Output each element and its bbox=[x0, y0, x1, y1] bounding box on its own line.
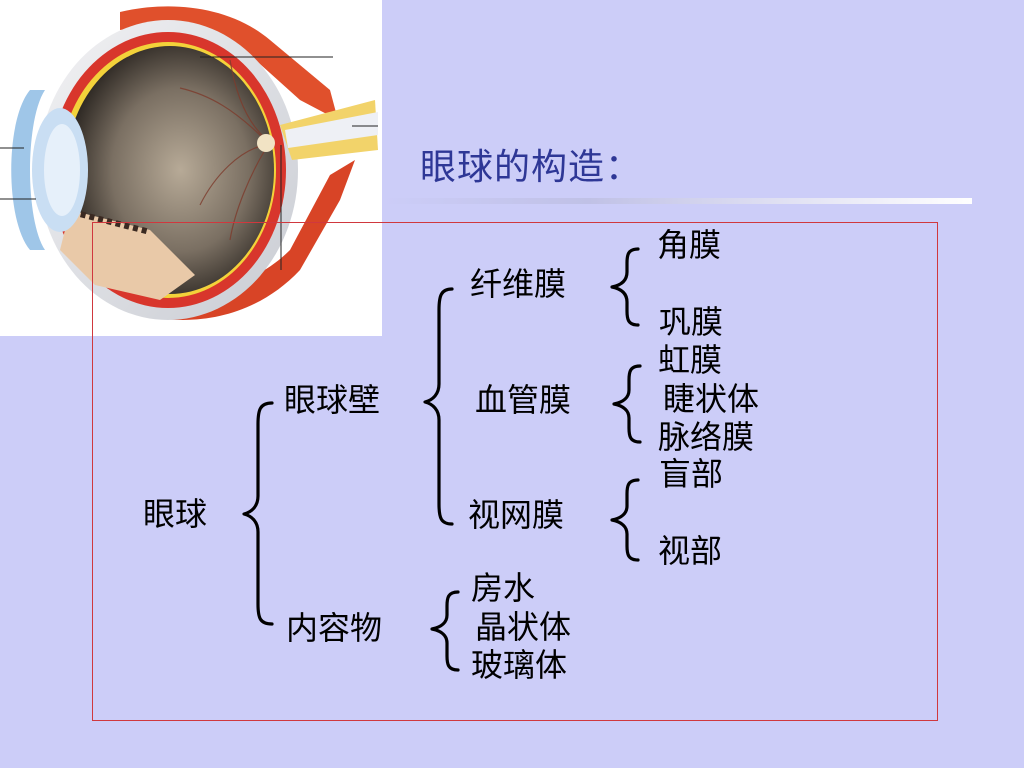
node-lens: 晶状体 bbox=[475, 608, 572, 646]
node-eyeball-wall: 眼球壁 bbox=[284, 381, 381, 419]
node-vitreous-body: 玻璃体 bbox=[471, 646, 568, 684]
node-aqueous-humor: 房水 bbox=[471, 569, 536, 607]
root-brace bbox=[242, 401, 274, 626]
node-optic-part: 视部 bbox=[658, 532, 723, 570]
vascular-brace bbox=[612, 364, 642, 444]
slide-title: 眼球的构造： bbox=[420, 147, 643, 188]
title-divider bbox=[382, 198, 972, 204]
fibrous-brace bbox=[610, 247, 640, 327]
contents-brace bbox=[430, 590, 460, 672]
eyeball-cross-section-drawing bbox=[0, 6, 378, 320]
node-choroid: 脉络膜 bbox=[658, 418, 755, 456]
node-retina: 视网膜 bbox=[468, 496, 565, 534]
node-eyeball: 眼球 bbox=[143, 495, 208, 533]
eyeball-illustration bbox=[0, 0, 382, 336]
retina-brace bbox=[610, 478, 640, 562]
node-sclera: 巩膜 bbox=[659, 303, 724, 341]
node-cornea: 角膜 bbox=[657, 226, 722, 264]
node-contents: 内容物 bbox=[286, 609, 383, 647]
node-vascular-tunic: 血管膜 bbox=[475, 381, 572, 419]
node-ciliary-body: 睫状体 bbox=[663, 380, 760, 418]
wall-brace bbox=[423, 287, 454, 526]
node-iris: 虹膜 bbox=[658, 341, 723, 379]
node-blind-part: 盲部 bbox=[659, 455, 724, 493]
diagram-frame bbox=[92, 222, 938, 721]
node-fibrous-tunic: 纤维膜 bbox=[470, 265, 567, 303]
